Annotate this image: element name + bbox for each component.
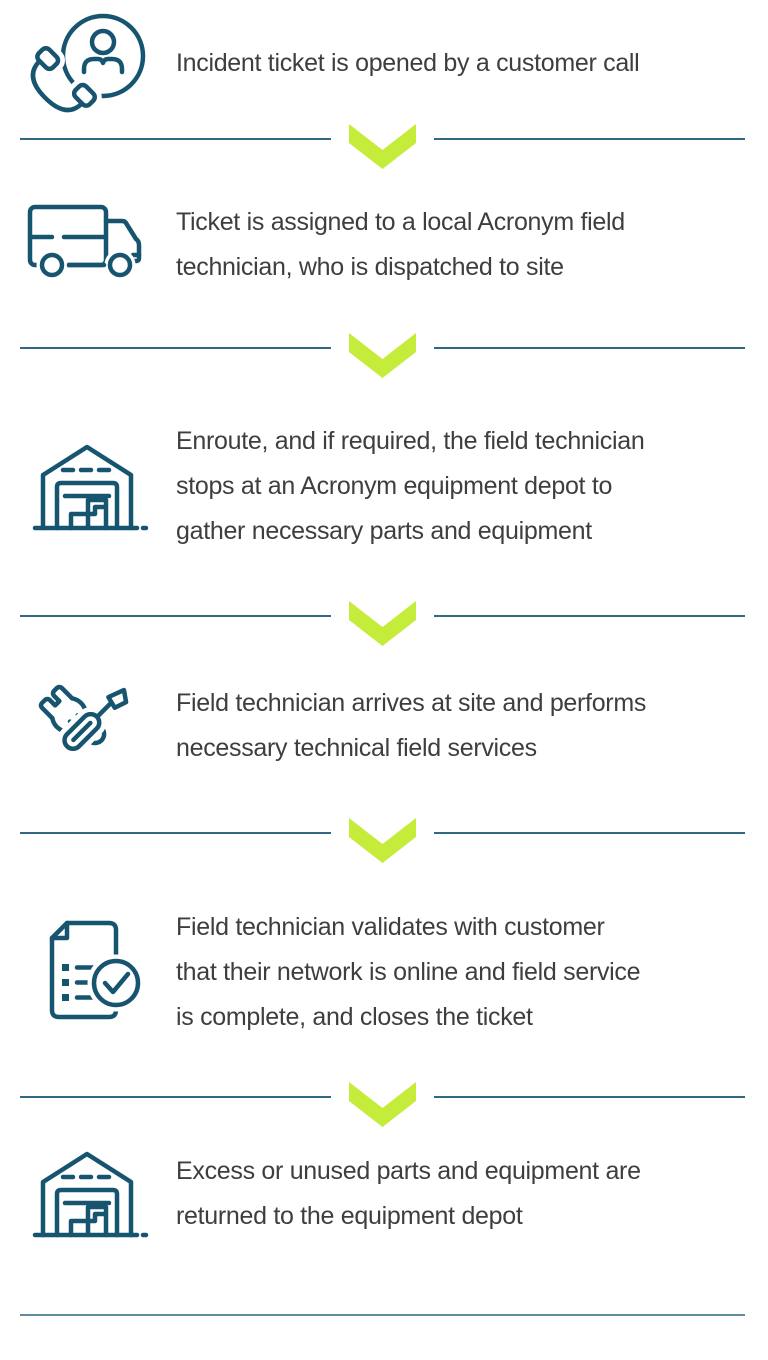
tools-icon bbox=[38, 683, 134, 756]
divider-line-right bbox=[434, 347, 745, 349]
bottom-divider-line bbox=[20, 1314, 745, 1316]
step-icon-wrap bbox=[20, 6, 160, 120]
divider-line-right bbox=[434, 832, 745, 834]
step-text: Enroute, and if required, the field tech… bbox=[176, 427, 645, 545]
divider-line-left bbox=[20, 832, 331, 834]
process-step-2: Ticket is assigned to a local Acronym fi… bbox=[20, 199, 745, 291]
chevron-down-icon bbox=[349, 818, 416, 863]
divider-line-right bbox=[434, 1096, 745, 1098]
divider-line-left bbox=[20, 347, 331, 349]
step-text: Incident ticket is opened by a customer … bbox=[176, 48, 640, 77]
step-divider bbox=[20, 1082, 745, 1127]
step-divider bbox=[20, 124, 745, 169]
chevron-down-icon bbox=[349, 333, 416, 378]
customer-call-icon bbox=[27, 13, 146, 117]
step-icon-wrap bbox=[20, 437, 160, 537]
chevron-down-icon bbox=[349, 124, 416, 169]
document-check-icon bbox=[49, 920, 145, 1019]
process-step-3: Enroute, and if required, the field tech… bbox=[20, 419, 745, 554]
step-text: Ticket is assigned to a local Acronym fi… bbox=[176, 208, 625, 281]
divider-line-left bbox=[20, 615, 331, 617]
step-text: Excess or unused parts and equipment are… bbox=[176, 1157, 641, 1230]
chevron-down-icon bbox=[349, 601, 416, 646]
warehouse-icon bbox=[32, 1151, 149, 1238]
step-icon-wrap bbox=[20, 199, 160, 291]
step-icon-wrap bbox=[20, 674, 160, 778]
step-divider bbox=[20, 601, 745, 646]
process-step-1: Incident ticket is opened by a customer … bbox=[20, 6, 745, 120]
divider-line-left bbox=[20, 1096, 331, 1098]
truck-icon bbox=[27, 204, 142, 281]
step-divider bbox=[20, 333, 745, 378]
warehouse-icon bbox=[32, 444, 149, 530]
step-divider bbox=[20, 818, 745, 863]
divider-line-right bbox=[434, 138, 745, 140]
divider-line-right bbox=[434, 615, 745, 617]
step-text: Field technician arrives at site and per… bbox=[176, 689, 647, 762]
step-icon-wrap bbox=[20, 917, 160, 1029]
process-step-4: Field technician arrives at site and per… bbox=[20, 674, 745, 778]
divider-line-left bbox=[20, 138, 331, 140]
process-step-5: Field technician validates with customer… bbox=[20, 905, 745, 1040]
process-step-6: Excess or unused parts and equipment are… bbox=[20, 1144, 745, 1244]
step-icon-wrap bbox=[20, 1144, 160, 1244]
step-text: Field technician validates with customer… bbox=[176, 913, 641, 1031]
chevron-down-icon bbox=[349, 1082, 416, 1127]
